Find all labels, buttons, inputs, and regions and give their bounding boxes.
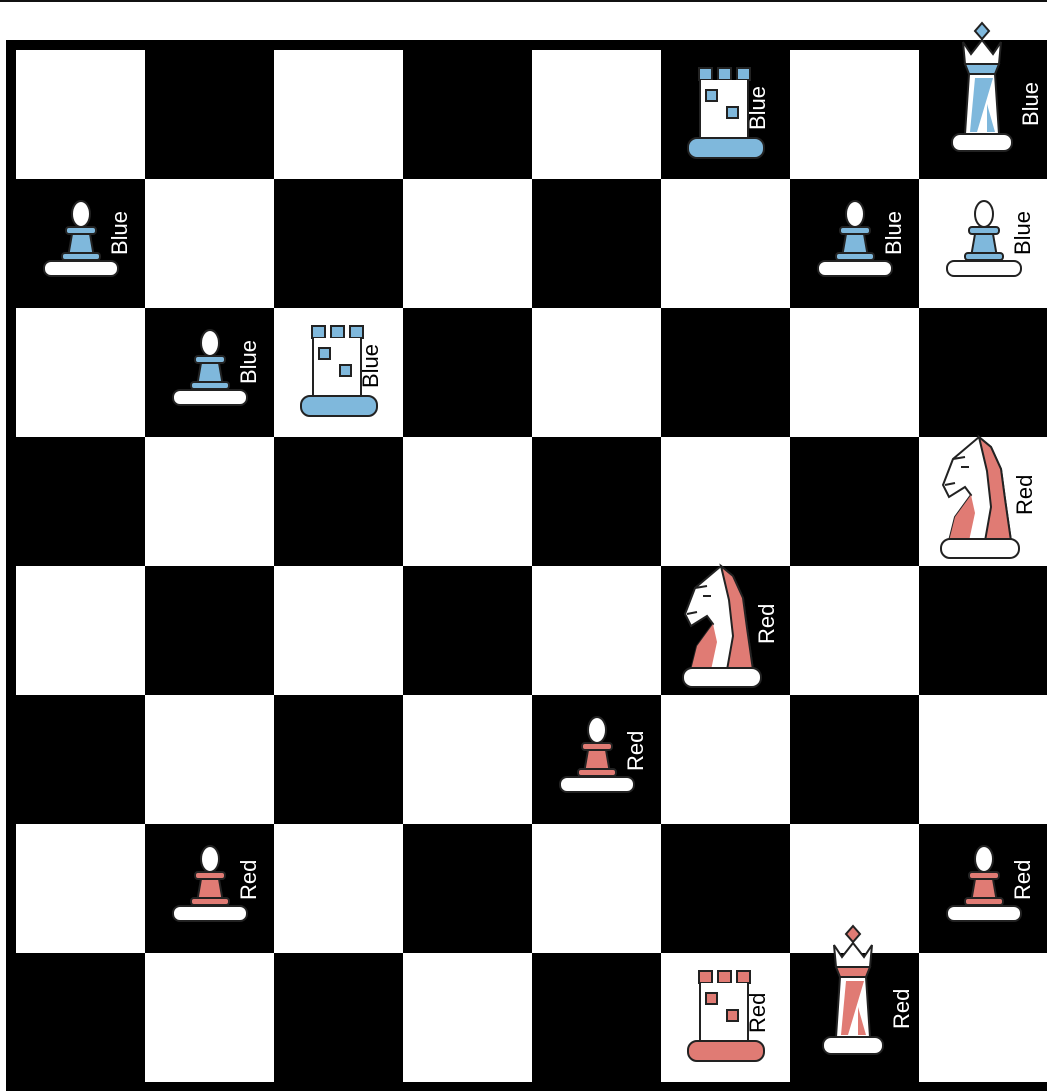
blue-pawn[interactable]: Blue [790, 179, 919, 308]
top-rule [0, 0, 1047, 2]
blue-rook[interactable]: Blue [661, 50, 790, 179]
red-knight[interactable]: Red [919, 437, 1047, 566]
square-h6[interactable] [919, 308, 1047, 437]
square-a4[interactable] [16, 566, 145, 695]
piece-label: Blue [883, 211, 905, 255]
red-king[interactable]: Red [790, 953, 919, 1082]
piece-label: Red [1014, 475, 1036, 515]
square-e1[interactable] [532, 953, 661, 1082]
square-f6[interactable] [661, 308, 790, 437]
blue-pawn[interactable]: Blue [145, 308, 274, 437]
square-c1[interactable] [274, 953, 403, 1082]
square-b7[interactable] [145, 179, 274, 308]
red-pawn[interactable]: Red [532, 695, 661, 824]
red-knight-icon [677, 552, 763, 678]
piece-label: Red [891, 989, 913, 1029]
square-c8[interactable] [274, 50, 403, 179]
square-d1[interactable] [403, 953, 532, 1082]
square-b8[interactable] [145, 50, 274, 179]
piece-label: Blue [360, 344, 382, 388]
square-e4[interactable] [532, 566, 661, 695]
square-c7[interactable] [274, 179, 403, 308]
square-d4[interactable] [403, 566, 532, 695]
square-b4[interactable] [145, 566, 274, 695]
red-pawn[interactable]: Red [919, 824, 1047, 953]
piece-label: Blue [1012, 211, 1034, 255]
square-g3[interactable] [790, 695, 919, 824]
square-e8[interactable] [532, 50, 661, 179]
square-d3[interactable] [403, 695, 532, 824]
piece-label: Blue [238, 340, 260, 384]
square-g5[interactable] [790, 437, 919, 566]
square-b3[interactable] [145, 695, 274, 824]
square-f7[interactable] [661, 179, 790, 308]
square-c2[interactable] [274, 824, 403, 953]
blue-king-icon [943, 20, 1023, 167]
square-a1[interactable] [16, 953, 145, 1082]
square-c3[interactable] [274, 695, 403, 824]
square-f5[interactable] [661, 437, 790, 566]
piece-label: Red [238, 860, 260, 900]
square-d6[interactable] [403, 308, 532, 437]
square-e6[interactable] [532, 308, 661, 437]
square-d5[interactable] [403, 437, 532, 566]
square-a5[interactable] [16, 437, 145, 566]
piece-label: Blue [109, 211, 131, 255]
blue-king[interactable]: Blue [919, 50, 1047, 179]
square-f2[interactable] [661, 824, 790, 953]
square-c5[interactable] [274, 437, 403, 566]
piece-label: Red [625, 731, 647, 771]
square-b5[interactable] [145, 437, 274, 566]
red-pawn[interactable]: Red [145, 824, 274, 953]
square-g6[interactable] [790, 308, 919, 437]
red-rook[interactable]: Red [661, 953, 790, 1082]
red-king-icon [814, 923, 894, 1070]
square-a3[interactable] [16, 695, 145, 824]
blue-rook[interactable]: Blue [274, 308, 403, 437]
piece-label: Red [1012, 860, 1034, 900]
square-a8[interactable] [16, 50, 145, 179]
blue-pawn[interactable]: Blue [919, 179, 1047, 308]
square-d8[interactable] [403, 50, 532, 179]
square-e2[interactable] [532, 824, 661, 953]
square-a6[interactable] [16, 308, 145, 437]
blue-pawn[interactable]: Blue [16, 179, 145, 308]
square-a2[interactable] [16, 824, 145, 953]
piece-label: Blue [747, 86, 769, 130]
square-g4[interactable] [790, 566, 919, 695]
square-b1[interactable] [145, 953, 274, 1082]
square-h3[interactable] [919, 695, 1047, 824]
piece-label: Red [747, 993, 769, 1033]
square-f3[interactable] [661, 695, 790, 824]
square-d7[interactable] [403, 179, 532, 308]
red-knight[interactable]: Red [661, 566, 790, 695]
red-knight-icon [935, 423, 1021, 549]
square-c4[interactable] [274, 566, 403, 695]
square-e5[interactable] [532, 437, 661, 566]
square-e7[interactable] [532, 179, 661, 308]
square-g8[interactable] [790, 50, 919, 179]
square-h4[interactable] [919, 566, 1047, 695]
piece-label: Red [756, 604, 778, 644]
square-d2[interactable] [403, 824, 532, 953]
piece-label: Blue [1020, 82, 1042, 126]
square-h1[interactable] [919, 953, 1047, 1082]
chess-board[interactable]: Blue Blue Blue Blue Blue Blue Blue [16, 50, 1047, 1082]
